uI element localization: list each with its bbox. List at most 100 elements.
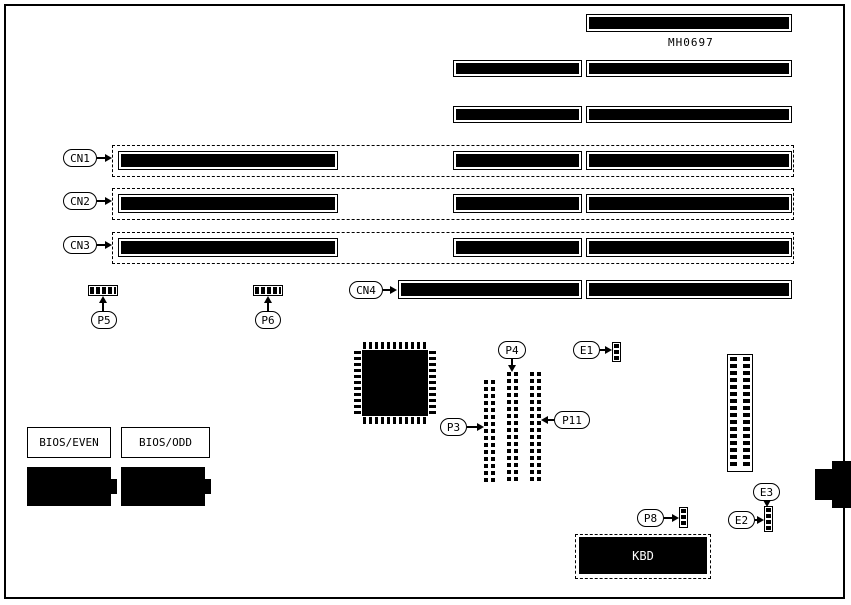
- p11-label-text: P11: [562, 413, 582, 427]
- pin-row: [90, 287, 116, 294]
- cn2-slot-left: [118, 194, 338, 213]
- slot-bar: [456, 241, 579, 254]
- bios-even-chip: [27, 467, 117, 506]
- p6-arrow: [264, 296, 272, 303]
- p5-label-text: P5: [97, 313, 111, 327]
- e2-label-text: E2: [734, 513, 749, 527]
- p4-pin-strip: [507, 372, 518, 482]
- bios-even-chip-tab: [111, 479, 117, 494]
- cn3-label: CN3: [63, 236, 97, 254]
- pin-column: [681, 509, 686, 526]
- e3-label: E3: [753, 483, 780, 501]
- page-border: [4, 4, 845, 599]
- pin-column: [614, 344, 619, 360]
- cn2-arrow: [105, 197, 112, 205]
- p11-label: P11: [554, 411, 590, 429]
- p3-arrow: [477, 423, 484, 431]
- p4-arrow: [508, 365, 516, 372]
- slot-bar: [401, 283, 579, 296]
- power-connector: [727, 354, 753, 472]
- e1-label-text: E1: [579, 343, 594, 357]
- p5-pin-header: [88, 285, 118, 296]
- cn2-label: CN2: [63, 192, 97, 210]
- cn4-arrow: [390, 286, 397, 294]
- cn3-arrow: [105, 241, 112, 249]
- p4-leader-line: [511, 359, 513, 366]
- cn3-slot-middle: [453, 238, 582, 257]
- cn1-slot-middle: [453, 151, 582, 170]
- cn4-label: CN4: [349, 281, 383, 299]
- slot-bar: [589, 241, 789, 254]
- e2-label: E2: [728, 511, 755, 529]
- cn1-leader-line: [97, 157, 106, 159]
- p11-arrow: [541, 416, 548, 424]
- expansion-slot: [453, 106, 582, 123]
- expansion-slot: [586, 60, 792, 77]
- slot-bar: [456, 197, 579, 210]
- cn2-slot-middle: [453, 194, 582, 213]
- cn3-label-text: CN3: [70, 238, 90, 252]
- slot-bar: [456, 63, 579, 74]
- p8-jumper: [679, 507, 688, 528]
- e2-arrow: [757, 516, 764, 524]
- cn2-label-text: CN2: [70, 194, 90, 208]
- cn1-slot-left: [118, 151, 338, 170]
- p3-pin-strip: [484, 380, 495, 482]
- p8-label-text: P8: [643, 511, 658, 525]
- e1-arrow: [605, 346, 612, 354]
- cn1-dashed-region: [112, 145, 794, 177]
- power-connector-pins: [730, 357, 750, 469]
- cn3-leader-line: [97, 244, 106, 246]
- bios-even-labelbox: BIOS/EVEN: [27, 427, 111, 458]
- cn2-slot-right: [586, 194, 792, 213]
- p5-arrow: [99, 296, 107, 303]
- kbd-label-text: KBD: [632, 548, 654, 563]
- e2-e3-jumper: [764, 506, 773, 532]
- expansion-slot: [586, 14, 792, 32]
- pin-row: [255, 287, 281, 294]
- slot-bar: [589, 109, 789, 120]
- e1-leader-line: [600, 349, 606, 351]
- slot-bar: [121, 154, 335, 167]
- qfp-pins-bottom: [363, 417, 427, 424]
- p6-pin-header: [253, 285, 283, 296]
- p8-label: P8: [637, 509, 664, 527]
- p3-label-text: P3: [446, 420, 461, 434]
- cn1-label: CN1: [63, 149, 97, 167]
- cn2-leader-line: [97, 200, 106, 202]
- edge-connector-outer: [832, 461, 851, 508]
- kbd-outline: [575, 534, 711, 579]
- cn3-dashed-region: [112, 232, 794, 264]
- slot-bar: [121, 241, 335, 254]
- slot-bar: [589, 17, 789, 29]
- p6-label-text: P6: [261, 313, 275, 327]
- p8-leader-line: [664, 517, 673, 519]
- bios-odd-text: BIOS/ODD: [139, 436, 192, 449]
- cn1-slot-right: [586, 151, 792, 170]
- qfp-pins-right: [429, 351, 436, 415]
- e3-arrow: [763, 500, 771, 507]
- bios-odd-chip-tab: [205, 479, 211, 494]
- bios-odd-labelbox: BIOS/ODD: [121, 427, 210, 458]
- slot-bar: [456, 154, 579, 167]
- p6-label: P6: [255, 311, 281, 329]
- p3-label: P3: [440, 418, 467, 436]
- pin-column: [766, 508, 771, 530]
- cn3-slot-left: [118, 238, 338, 257]
- cn1-arrow: [105, 154, 112, 162]
- cn2-dashed-region: [112, 188, 794, 220]
- slot-bar: [456, 109, 579, 120]
- qfp-body: [362, 350, 428, 416]
- bios-odd-chip: [121, 467, 211, 506]
- e1-label: E1: [573, 341, 600, 359]
- p5-leader-line: [102, 301, 104, 312]
- e2-leader-line: [755, 519, 758, 521]
- p5-label: P5: [91, 311, 117, 329]
- cn4-label-text: CN4: [356, 283, 376, 297]
- cn3-slot-right: [586, 238, 792, 257]
- p11-leader-line: [548, 419, 554, 421]
- p11-pin-strip: [530, 372, 541, 482]
- p4-label-text: P4: [505, 343, 519, 357]
- qfp-pins-left: [354, 351, 361, 415]
